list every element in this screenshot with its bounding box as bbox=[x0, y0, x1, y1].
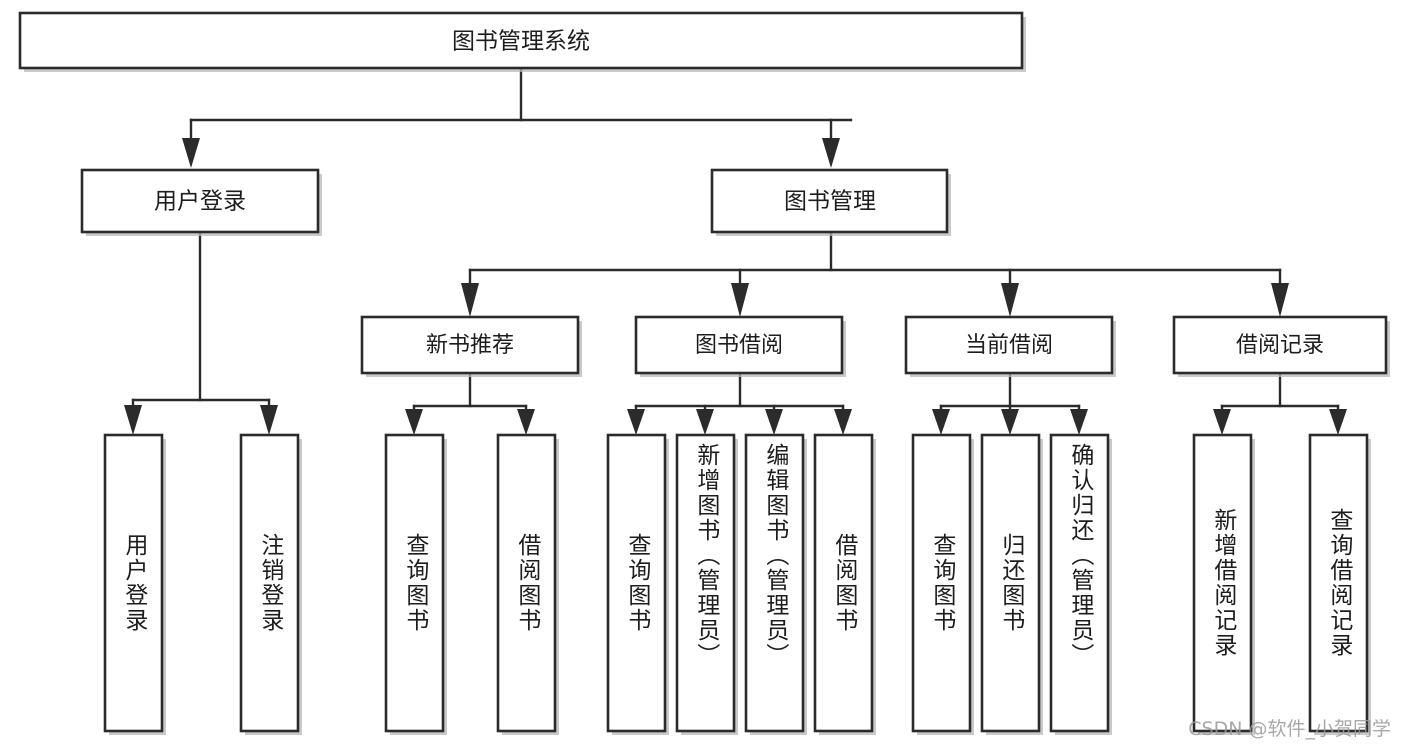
arrow-br-leaf2 bbox=[1329, 409, 1347, 435]
leaf-borrow-book-2-box bbox=[813, 433, 874, 733]
node-borrow-record[interactable]: 借阅记录 bbox=[1172, 315, 1390, 377]
arrow-bb-leaf4 bbox=[834, 409, 852, 435]
node-leaf-query-book-1[interactable] bbox=[384, 433, 447, 735]
root-label: 图书管理系统 bbox=[452, 29, 590, 55]
arrow-cb-leaf2 bbox=[1001, 409, 1019, 435]
node-current-borrow[interactable]: 当前借阅 bbox=[904, 315, 1116, 377]
user-login-box bbox=[80, 168, 320, 234]
node-layer: 图书管理系统 用户登录 图书管理 新书推荐 bbox=[18, 11, 1390, 735]
arrow-cb-leaf3 bbox=[1070, 409, 1088, 435]
root-box bbox=[18, 11, 1024, 70]
leaf-confirm-return-box bbox=[1049, 433, 1110, 733]
node-leaf-query-record[interactable] bbox=[1308, 433, 1371, 735]
leaf-add-record-box bbox=[1192, 433, 1253, 733]
current-borrow-box bbox=[904, 315, 1114, 375]
arrow-bm-to-borrowrecord bbox=[1271, 283, 1289, 317]
node-leaf-logout[interactable] bbox=[239, 433, 302, 735]
node-leaf-return-book[interactable] bbox=[980, 433, 1043, 735]
arrow-userlogin-to-leaf2 bbox=[260, 405, 278, 435]
node-leaf-query-book-3[interactable] bbox=[911, 433, 974, 735]
arrow-root-to-book-manage bbox=[822, 138, 840, 168]
leaf-query-book-3-box bbox=[911, 433, 972, 733]
borrow-record-label: 借阅记录 bbox=[1236, 333, 1324, 358]
book-manage-label: 图书管理 bbox=[784, 189, 876, 215]
node-leaf-add-book[interactable] bbox=[675, 433, 738, 735]
arrow-userlogin-to-leaf1 bbox=[124, 405, 142, 435]
leaf-query-book-1-box bbox=[384, 433, 445, 733]
leaf-query-book-2-box bbox=[606, 433, 667, 733]
node-leaf-query-book-2[interactable] bbox=[606, 433, 669, 735]
node-leaf-add-record[interactable] bbox=[1192, 433, 1255, 735]
node-leaf-edit-book[interactable] bbox=[744, 433, 807, 735]
arrow-bb-leaf1 bbox=[627, 409, 645, 435]
book-borrow-label: 图书借阅 bbox=[695, 333, 783, 358]
node-leaf-confirm-return[interactable] bbox=[1049, 433, 1112, 735]
node-book-borrow[interactable]: 图书借阅 bbox=[634, 315, 846, 377]
node-leaf-user-login[interactable] bbox=[103, 433, 166, 735]
leaf-logout-box bbox=[239, 433, 300, 733]
arrow-cb-leaf1 bbox=[932, 409, 950, 435]
leaf-add-book-box bbox=[675, 433, 736, 733]
csdn-watermark: CSDN @软件_小贺同学 bbox=[1188, 718, 1391, 740]
node-leaf-borrow-book-2[interactable] bbox=[813, 433, 876, 735]
leaf-edit-book-box bbox=[744, 433, 805, 733]
arrow-bb-leaf3 bbox=[765, 409, 783, 435]
user-login-label: 用户登录 bbox=[154, 189, 246, 215]
arrow-bb-leaf2 bbox=[696, 409, 714, 435]
node-leaf-borrow-book-1[interactable] bbox=[496, 433, 559, 735]
arrow-bm-to-bookborrow bbox=[731, 283, 749, 317]
arrow-newbook-leaf1 bbox=[405, 409, 423, 435]
leaf-borrow-book-1-box bbox=[496, 433, 557, 733]
new-book-rec-label: 新书推荐 bbox=[426, 333, 514, 358]
arrow-bm-to-currentborrow bbox=[1001, 283, 1019, 317]
arrow-bm-to-newbook bbox=[461, 283, 479, 317]
book-manage-box bbox=[710, 168, 949, 234]
arrow-newbook-leaf2 bbox=[517, 409, 535, 435]
arrow-root-to-user-login bbox=[182, 138, 200, 168]
leaf-user-login-box bbox=[103, 433, 164, 733]
connector-layer bbox=[124, 66, 1347, 435]
current-borrow-label: 当前借阅 bbox=[965, 333, 1053, 358]
arrow-br-leaf1 bbox=[1213, 409, 1231, 435]
node-book-manage[interactable]: 图书管理 bbox=[710, 168, 951, 236]
node-new-book-rec[interactable]: 新书推荐 bbox=[360, 315, 582, 377]
leaf-return-book-box bbox=[980, 433, 1041, 733]
borrow-record-box bbox=[1172, 315, 1388, 375]
new-book-rec-box bbox=[360, 315, 580, 375]
leaf-query-record-box bbox=[1308, 433, 1369, 733]
node-user-login[interactable]: 用户登录 bbox=[80, 168, 322, 236]
node-root[interactable]: 图书管理系统 bbox=[18, 11, 1026, 72]
book-borrow-box bbox=[634, 315, 844, 375]
